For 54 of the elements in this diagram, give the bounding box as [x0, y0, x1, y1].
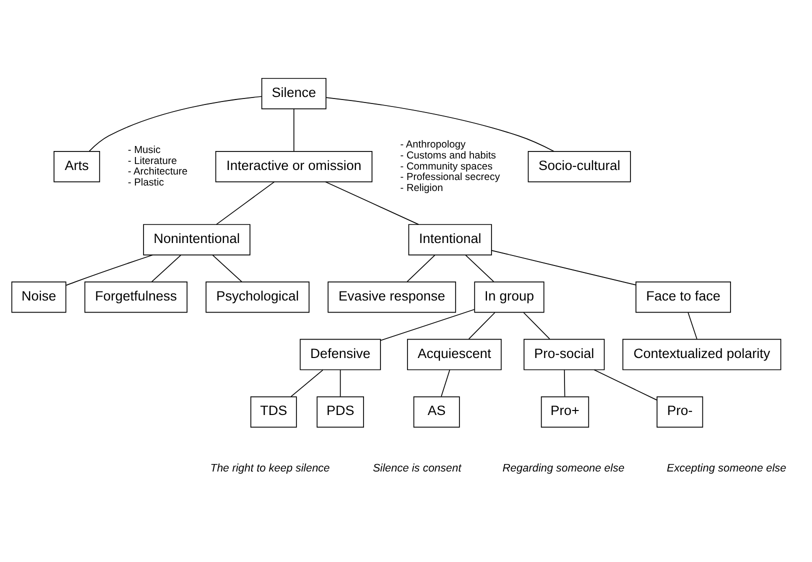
node-box: PDS — [316, 396, 364, 428]
node-box: Contextualized polarity — [622, 338, 782, 370]
node-box: Intentional — [408, 224, 492, 255]
connector — [66, 254, 154, 286]
node-label: - Plastic — [128, 177, 164, 188]
connector — [468, 312, 496, 339]
node-label: - Community spaces — [400, 160, 493, 172]
connector — [594, 368, 658, 400]
node-box: Arts — [54, 150, 100, 182]
connector — [293, 108, 294, 152]
node-box: Pro-social — [524, 338, 605, 370]
connector — [491, 250, 636, 285]
node-box: Nonintentional — [143, 224, 250, 255]
node-box: Acquiescent — [407, 338, 502, 370]
connector — [325, 181, 419, 224]
connector — [564, 369, 566, 396]
node-label: - Customs and habits — [400, 150, 496, 161]
connector — [212, 254, 242, 282]
node-box: Face to face — [636, 281, 731, 312]
node-box: In group — [474, 281, 544, 312]
connector — [151, 254, 182, 282]
node-box: Pro- — [656, 396, 704, 428]
label: The right to keep silence — [210, 462, 330, 474]
node-box: Psychological — [206, 281, 310, 312]
node-label: - Literature — [128, 155, 177, 166]
node-box: Defensive — [300, 338, 381, 370]
node-label: - Music — [128, 144, 161, 156]
label: Regarding someone else — [502, 462, 624, 474]
node-box: Evasive response — [328, 281, 456, 312]
node-box: Interactive or omission — [215, 150, 372, 182]
label: Silence is consent — [372, 462, 462, 474]
connector — [380, 308, 475, 340]
node-label: - Architecture — [128, 166, 188, 178]
node-box: TDS — [250, 396, 297, 428]
node-label: - Religion — [400, 182, 444, 194]
connector — [406, 254, 436, 282]
connector — [340, 369, 341, 396]
connector — [465, 254, 494, 282]
node-box: Noise — [11, 281, 66, 312]
connector — [216, 181, 275, 224]
label: Excepting someone else — [666, 462, 786, 474]
connector — [290, 369, 324, 397]
connector — [440, 369, 450, 396]
node-box: Socio-cultural — [528, 150, 631, 182]
node-box: Pro+ — [540, 396, 590, 428]
connector — [88, 96, 262, 152]
connector — [326, 96, 554, 152]
node-label: - Anthropology — [400, 138, 466, 150]
node-box: Silence — [261, 77, 326, 109]
connector — [523, 312, 550, 339]
node-box: Forgetfulness — [84, 281, 188, 312]
node-box: AS — [413, 396, 460, 428]
node-label: - Professional secrecy — [400, 172, 500, 183]
connector — [688, 312, 698, 339]
